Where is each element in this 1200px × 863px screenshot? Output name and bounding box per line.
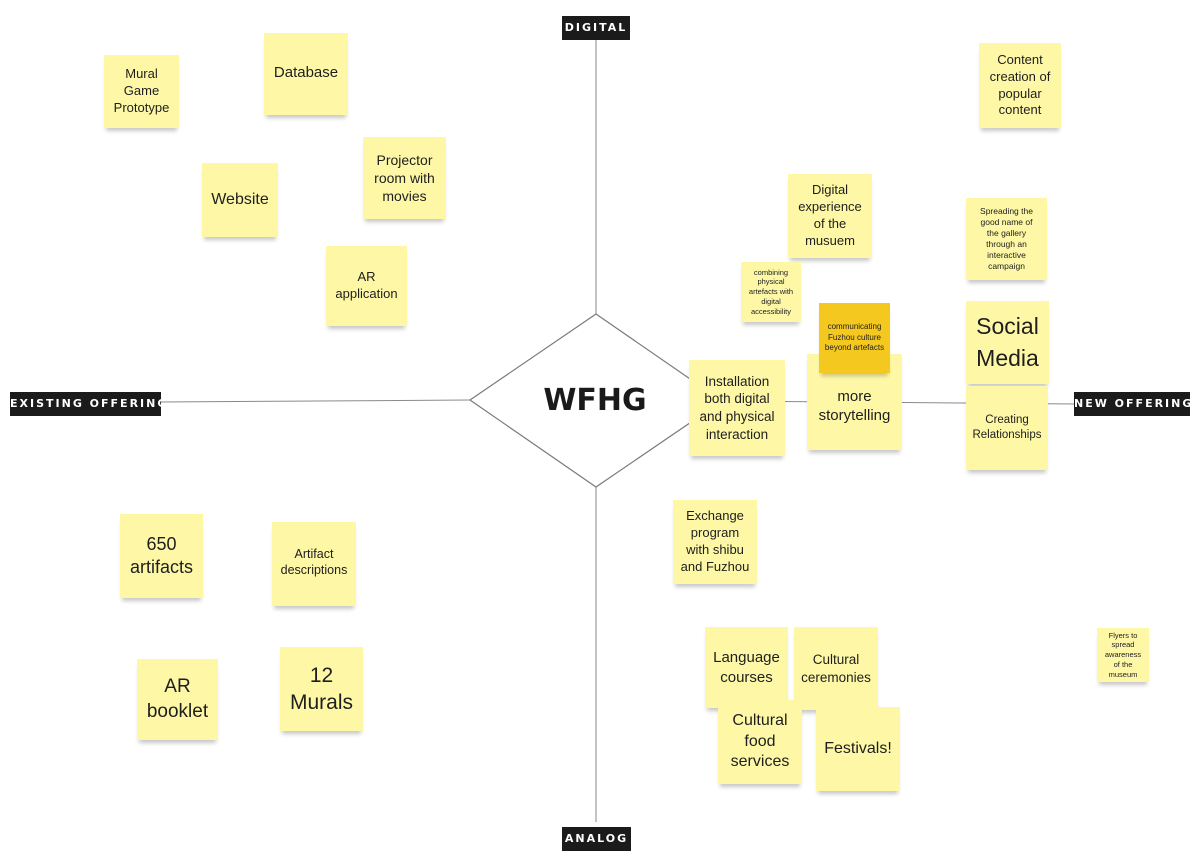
sticky-note-website[interactable]: Website — [202, 163, 278, 237]
sticky-note-artifact-descriptions[interactable]: Artifact descriptions — [272, 522, 356, 606]
sticky-note-flyers[interactable]: Flyers to spread awareness of the museum — [1097, 628, 1149, 682]
sticky-note-spreading-good-name[interactable]: Spreading the good name of the gallery t… — [966, 198, 1047, 280]
axis-label-digital[interactable]: DIGITAL — [562, 16, 630, 40]
sticky-note-ar-booklet[interactable]: AR booklet — [137, 659, 218, 740]
sticky-note-12-murals[interactable]: 12 Murals — [280, 647, 363, 731]
sticky-note-database[interactable]: Database — [264, 33, 348, 115]
axis-label-new-offering[interactable]: NEW OFFERING — [1074, 392, 1191, 416]
center-title: WFHG — [543, 383, 647, 418]
sticky-note-mural-game-prototype[interactable]: Mural Game Prototype — [104, 55, 179, 128]
axis-label-existing-offering[interactable]: EXISTING OFFERING — [10, 392, 166, 416]
sticky-note-communicating-fuzhou[interactable]: communicating Fuzhou culture beyond arte… — [819, 303, 890, 373]
center-diamond[interactable] — [468, 313, 724, 488]
sticky-note-ar-application[interactable]: AR application — [326, 246, 407, 326]
sticky-note-cultural-ceremonies[interactable]: Cultural ceremonies — [794, 627, 878, 710]
sticky-note-installation[interactable]: Installation both digital and physical i… — [689, 360, 785, 456]
sticky-note-projector-room[interactable]: Projector room with movies — [363, 137, 446, 219]
sticky-note-650-artifacts[interactable]: 650 artifacts — [120, 514, 203, 598]
horizontal-axis-left — [159, 399, 471, 403]
sticky-note-exchange-program[interactable]: Exchange program with shibu and Fuzhou — [673, 500, 757, 584]
sticky-note-cultural-food-services[interactable]: Cultural food services — [718, 700, 802, 784]
sticky-note-festivals[interactable]: Festivals! — [816, 707, 900, 791]
sticky-note-content-creation[interactable]: Content creation of popular content — [979, 43, 1061, 128]
axis-label-analog[interactable]: ANALOG — [562, 827, 631, 851]
sticky-note-social-media[interactable]: Social Media — [966, 301, 1049, 384]
sticky-note-language-courses[interactable]: Language courses — [705, 627, 788, 708]
sticky-note-digital-experience[interactable]: Digital experience of the musuem — [788, 174, 872, 258]
sticky-note-combining-physical[interactable]: combining physical artefacts with digita… — [741, 262, 801, 322]
sticky-note-creating-relationships[interactable]: Creating Relationships — [966, 386, 1048, 470]
